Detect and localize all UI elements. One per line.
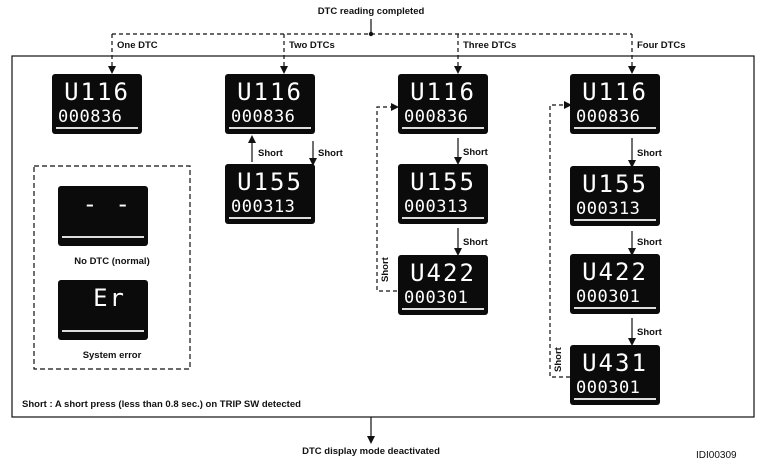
lcd-code: U116 <box>237 78 303 106</box>
lcd-u116-one-dtc: U116 000836 <box>52 74 142 134</box>
no-dtc-caption: No DTC (normal) <box>74 256 150 267</box>
lcd-value: 000313 <box>576 199 641 219</box>
lcd-u422-four-dtcs: U422 000301 <box>570 254 660 314</box>
lcd-u116-four-dtcs: U116 000836 <box>570 74 660 134</box>
system-error-caption: System error <box>82 350 142 361</box>
column-one-dtc-label: One DTC <box>117 40 158 51</box>
lcd-value: 000313 <box>404 197 469 217</box>
short-label-vertical: Short <box>380 257 391 282</box>
lcd-u155-two-dtcs: U155 000313 <box>225 164 315 224</box>
column-four-dtcs-label: Four DTCs <box>637 40 686 51</box>
lcd-code: - - <box>82 190 132 218</box>
lcd-code: U422 <box>410 259 476 287</box>
lcd-u422-three-dtcs: U422 000301 <box>398 255 488 315</box>
column-two-dtcs-label: Two DTCs <box>289 40 335 51</box>
lcd-no-dtc: - - <box>58 186 148 246</box>
special-states-box <box>33 165 191 370</box>
short-label: Short <box>637 327 662 338</box>
lcd-value: 000836 <box>58 107 123 127</box>
lcd-value: 000836 <box>404 107 469 127</box>
lcd-value: 000836 <box>231 107 296 127</box>
lcd-u431-four-dtcs: U431 000301 <box>570 345 660 405</box>
short-press-note: Short : A short press (less than 0.8 sec… <box>22 399 301 410</box>
dtc-display-deactivated-label: DTC display mode deactivated <box>302 446 440 457</box>
dtc-reading-completed-label: DTC reading completed <box>317 6 425 17</box>
lcd-code: Er <box>93 284 126 312</box>
lcd-value: 000301 <box>576 378 641 398</box>
short-label: Short <box>637 148 662 159</box>
short-label: Short <box>463 237 488 248</box>
lcd-code: U155 <box>237 168 303 196</box>
lcd-value: 000301 <box>576 287 641 307</box>
lcd-code: U431 <box>582 349 648 377</box>
lcd-u155-three-dtcs: U155 000313 <box>398 164 488 224</box>
lcd-code: U116 <box>410 78 476 106</box>
short-label: Short <box>318 148 343 159</box>
short-label: Short <box>258 148 283 159</box>
lcd-value: 000836 <box>576 107 641 127</box>
lcd-u116-three-dtcs: U116 000836 <box>398 74 488 134</box>
lcd-code: U422 <box>582 258 648 286</box>
lcd-u116-two-dtcs: U116 000836 <box>225 74 315 134</box>
lcd-code: U116 <box>582 78 648 106</box>
lcd-value: 000313 <box>231 197 296 217</box>
lcd-value: 000301 <box>404 288 469 308</box>
short-label: Short <box>637 237 662 248</box>
outer-frame <box>11 55 755 418</box>
short-label-vertical: Short <box>553 347 564 372</box>
lcd-system-error: Er <box>58 280 148 340</box>
lcd-code: U155 <box>410 168 476 196</box>
figure-id: IDI00309 <box>696 450 737 461</box>
short-label: Short <box>463 147 488 158</box>
lcd-u155-four-dtcs: U155 000313 <box>570 166 660 226</box>
lcd-code: U155 <box>582 170 648 198</box>
column-three-dtcs-label: Three DTCs <box>463 40 517 51</box>
lcd-code: U116 <box>64 78 130 106</box>
